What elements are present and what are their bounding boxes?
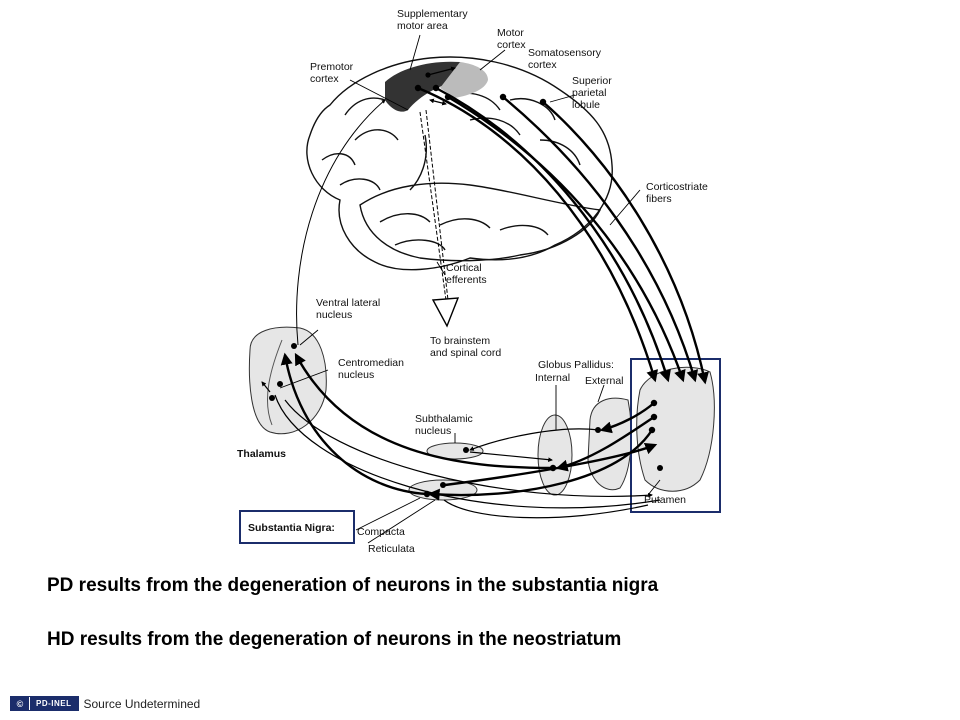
corticostriate-fibers: [417, 86, 709, 385]
substantia-nigra-highlight-box: [239, 510, 355, 544]
label-reticulata: Reticulata: [368, 543, 415, 555]
globus-pallidus-internal: [537, 414, 573, 496]
label-external: External: [585, 375, 624, 387]
subthalamic-loops: [469, 428, 599, 463]
label-globus-pallidus: Globus Pallidus:: [538, 359, 614, 371]
nigrostriatal-pathway: [444, 442, 658, 487]
thalamus: [248, 326, 327, 435]
label-compacta: Compacta: [357, 526, 405, 538]
label-thalamus: Thalamus: [237, 448, 286, 460]
hd-caption: HD results from the degeneration of neur…: [47, 629, 622, 650]
label-substantia-nigra: Substantia Nigra:: [248, 522, 335, 534]
cc-icon: ©: [11, 697, 29, 710]
cortex-local-arrows: [427, 66, 456, 106]
putamen: [636, 366, 715, 492]
label-putamen: Putamen: [644, 494, 686, 506]
globus-pallidus-external: [587, 397, 632, 491]
cortical-neuron-dots: [414, 72, 547, 106]
somatosensory-strip: [440, 62, 488, 98]
license-tag: PD-INEL: [29, 697, 78, 710]
thalamocortical-projection: [296, 99, 386, 346]
license-badge[interactable]: © PD-INEL: [10, 696, 79, 711]
pallidothalamic-pathway: [294, 352, 554, 470]
pd-caption: PD results from the degeneration of neur…: [47, 575, 659, 596]
motor-cortex-strip: [385, 61, 468, 112]
nigrothalamic-pathway: [280, 352, 428, 496]
label-leader-lines: [279, 34, 661, 544]
label-internal: Internal: [535, 372, 570, 384]
nucleus-neuron-dots: [269, 343, 663, 498]
source-attribution: Source Undetermined: [83, 696, 201, 711]
footer: © PD-INEL Source Undetermined: [10, 696, 200, 711]
cortical-efferents-arrow: [419, 109, 460, 328]
brain-outline: [306, 56, 613, 271]
thalamostriatal-loops: [261, 381, 661, 519]
